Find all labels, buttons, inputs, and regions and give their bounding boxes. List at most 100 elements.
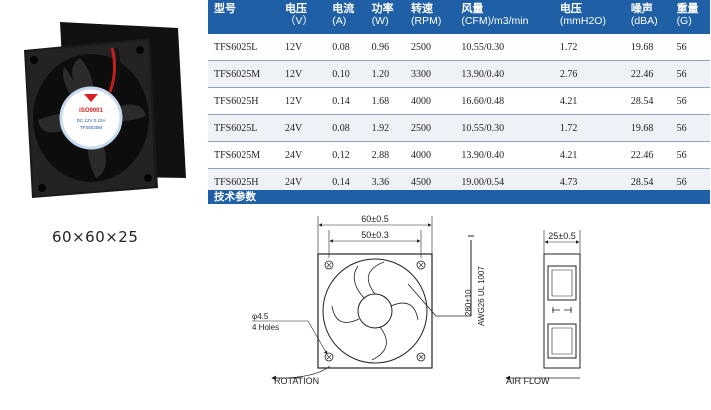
table-cell: TFS6025H <box>208 87 280 115</box>
airflow-label: AIR FLOW <box>506 376 550 386</box>
column-header-label: 风量 <box>461 3 484 15</box>
column-header: 功率(W) <box>365 0 406 34</box>
table-cell: 1.92 <box>365 114 406 142</box>
column-header-unit: (W) <box>371 15 389 27</box>
section-title: 技术参数 <box>208 190 710 204</box>
table-cell: 19.68 <box>624 34 671 61</box>
column-header-unit: (G) <box>676 15 692 27</box>
table-cell: 56 <box>670 60 710 88</box>
column-header: 噪声(dBA) <box>624 0 671 34</box>
fan-product-photo: ISO9001 DC 12V 0.10A TFS6025M <box>0 0 200 215</box>
column-header: 重量(G) <box>670 0 710 34</box>
table-cell: TFS6025L <box>208 34 280 61</box>
column-header: 电流(A) <box>326 0 366 34</box>
column-header-label: 型号 <box>214 3 236 15</box>
table-cell: 13.90/0.40 <box>455 141 554 169</box>
label-spec: DC 12V 0.10A <box>77 118 106 123</box>
fan-hub-label <box>61 88 121 148</box>
table-cell: 22.46 <box>624 141 671 169</box>
column-header: 转速(RPM) <box>405 0 456 34</box>
table-cell: 2500 <box>405 114 456 142</box>
table-cell: 19.68 <box>624 114 671 142</box>
table-cell: 0.10 <box>326 60 366 88</box>
table-cell: 24V <box>279 141 327 169</box>
column-header-unit: (dBA) <box>630 15 658 27</box>
table-cell: 28.54 <box>624 87 671 115</box>
hole-size: φ4.5 <box>252 312 269 321</box>
table-cell: 56 <box>670 114 710 142</box>
column-header-label: 重量 <box>676 3 699 15</box>
dim-overall: 60±0.5 <box>361 214 388 224</box>
column-header-label: 噪声 <box>630 3 653 15</box>
table-cell: 1.72 <box>553 34 625 61</box>
brand-logo-icon <box>84 94 98 102</box>
table-cell: 10.55/0.30 <box>455 114 554 142</box>
wire-spec: AWG26 UL 1007 <box>477 266 486 326</box>
column-header: 电压(mmH2O) <box>553 0 625 34</box>
table-cell: 16.60/0.48 <box>455 87 554 115</box>
table-cell: 4000 <box>405 87 456 115</box>
label-cert: ISO9001 <box>79 108 103 114</box>
hole-count: 4 Holes <box>252 323 279 332</box>
table-cell: 4.21 <box>553 87 625 115</box>
column-header-unit: (mmH2O) <box>559 15 606 27</box>
lead-length: 280±10 <box>464 289 473 316</box>
column-header-unit: (RPM) <box>411 15 442 27</box>
column-header-unit: (CFM)/m3/min <box>461 15 529 27</box>
table-cell: 0.08 <box>326 114 366 142</box>
table-cell: 4.21 <box>553 141 625 169</box>
rotation-label: ROTATION <box>274 376 319 386</box>
technical-drawing: 60±0.5 50±0.3 280±10 AWG26 UL 1007 φ4.5 … <box>252 214 581 386</box>
column-header-unit: (A) <box>332 15 347 27</box>
table-cell: 22.46 <box>624 60 671 88</box>
column-header: 电压（V） <box>279 0 327 34</box>
table-cell: 1.20 <box>365 60 406 88</box>
table-cell: 12V <box>279 87 327 115</box>
table-cell: 1.68 <box>365 87 406 115</box>
table-cell: 10.55/0.30 <box>455 34 554 61</box>
table-cell: 13.90/0.40 <box>455 60 554 88</box>
table-cell: TFS6025M <box>208 141 280 169</box>
column-header-label: 转速 <box>411 3 434 15</box>
fan-side-view <box>543 253 581 369</box>
column-header-label: 电流 <box>332 3 355 15</box>
table-cell: 1.72 <box>553 114 625 142</box>
table-cell: 4000 <box>405 141 456 169</box>
table-cell: 12V <box>279 34 327 61</box>
table-cell: 56 <box>670 87 710 115</box>
table-cell: 2500 <box>405 34 456 61</box>
table-cell: 3300 <box>405 60 456 88</box>
table-cell: 2.76 <box>553 60 625 88</box>
column-header: 型号 <box>208 0 280 34</box>
fan-size-label: 60×60×25 <box>52 228 139 246</box>
dim-holes: 50±0.3 <box>361 230 388 240</box>
dim-depth: 25±0.5 <box>548 231 575 241</box>
table-cell: 0.12 <box>326 141 366 169</box>
label-model: TFS6025M <box>80 125 103 130</box>
column-header: 风量(CFM)/m3/min <box>455 0 554 34</box>
column-header-label: 功率 <box>371 3 394 15</box>
table-cell: TFS6025L <box>208 114 280 142</box>
table-cell: TFS6025M <box>208 60 280 88</box>
table-cell: 0.08 <box>326 34 366 61</box>
table-cell: 24V <box>279 114 327 142</box>
table-cell: 0.96 <box>365 34 406 61</box>
fan-front-view <box>317 253 444 369</box>
table-cell: 12V <box>279 60 327 88</box>
table-cell: 56 <box>670 34 710 61</box>
column-header-unit: （V） <box>285 15 314 27</box>
table-cell: 2.88 <box>365 141 406 169</box>
table-cell: 0.14 <box>326 87 366 115</box>
table-cell: 56 <box>670 141 710 169</box>
column-header-label: 电压 <box>559 3 582 15</box>
column-header-label: 电压 <box>285 3 308 15</box>
